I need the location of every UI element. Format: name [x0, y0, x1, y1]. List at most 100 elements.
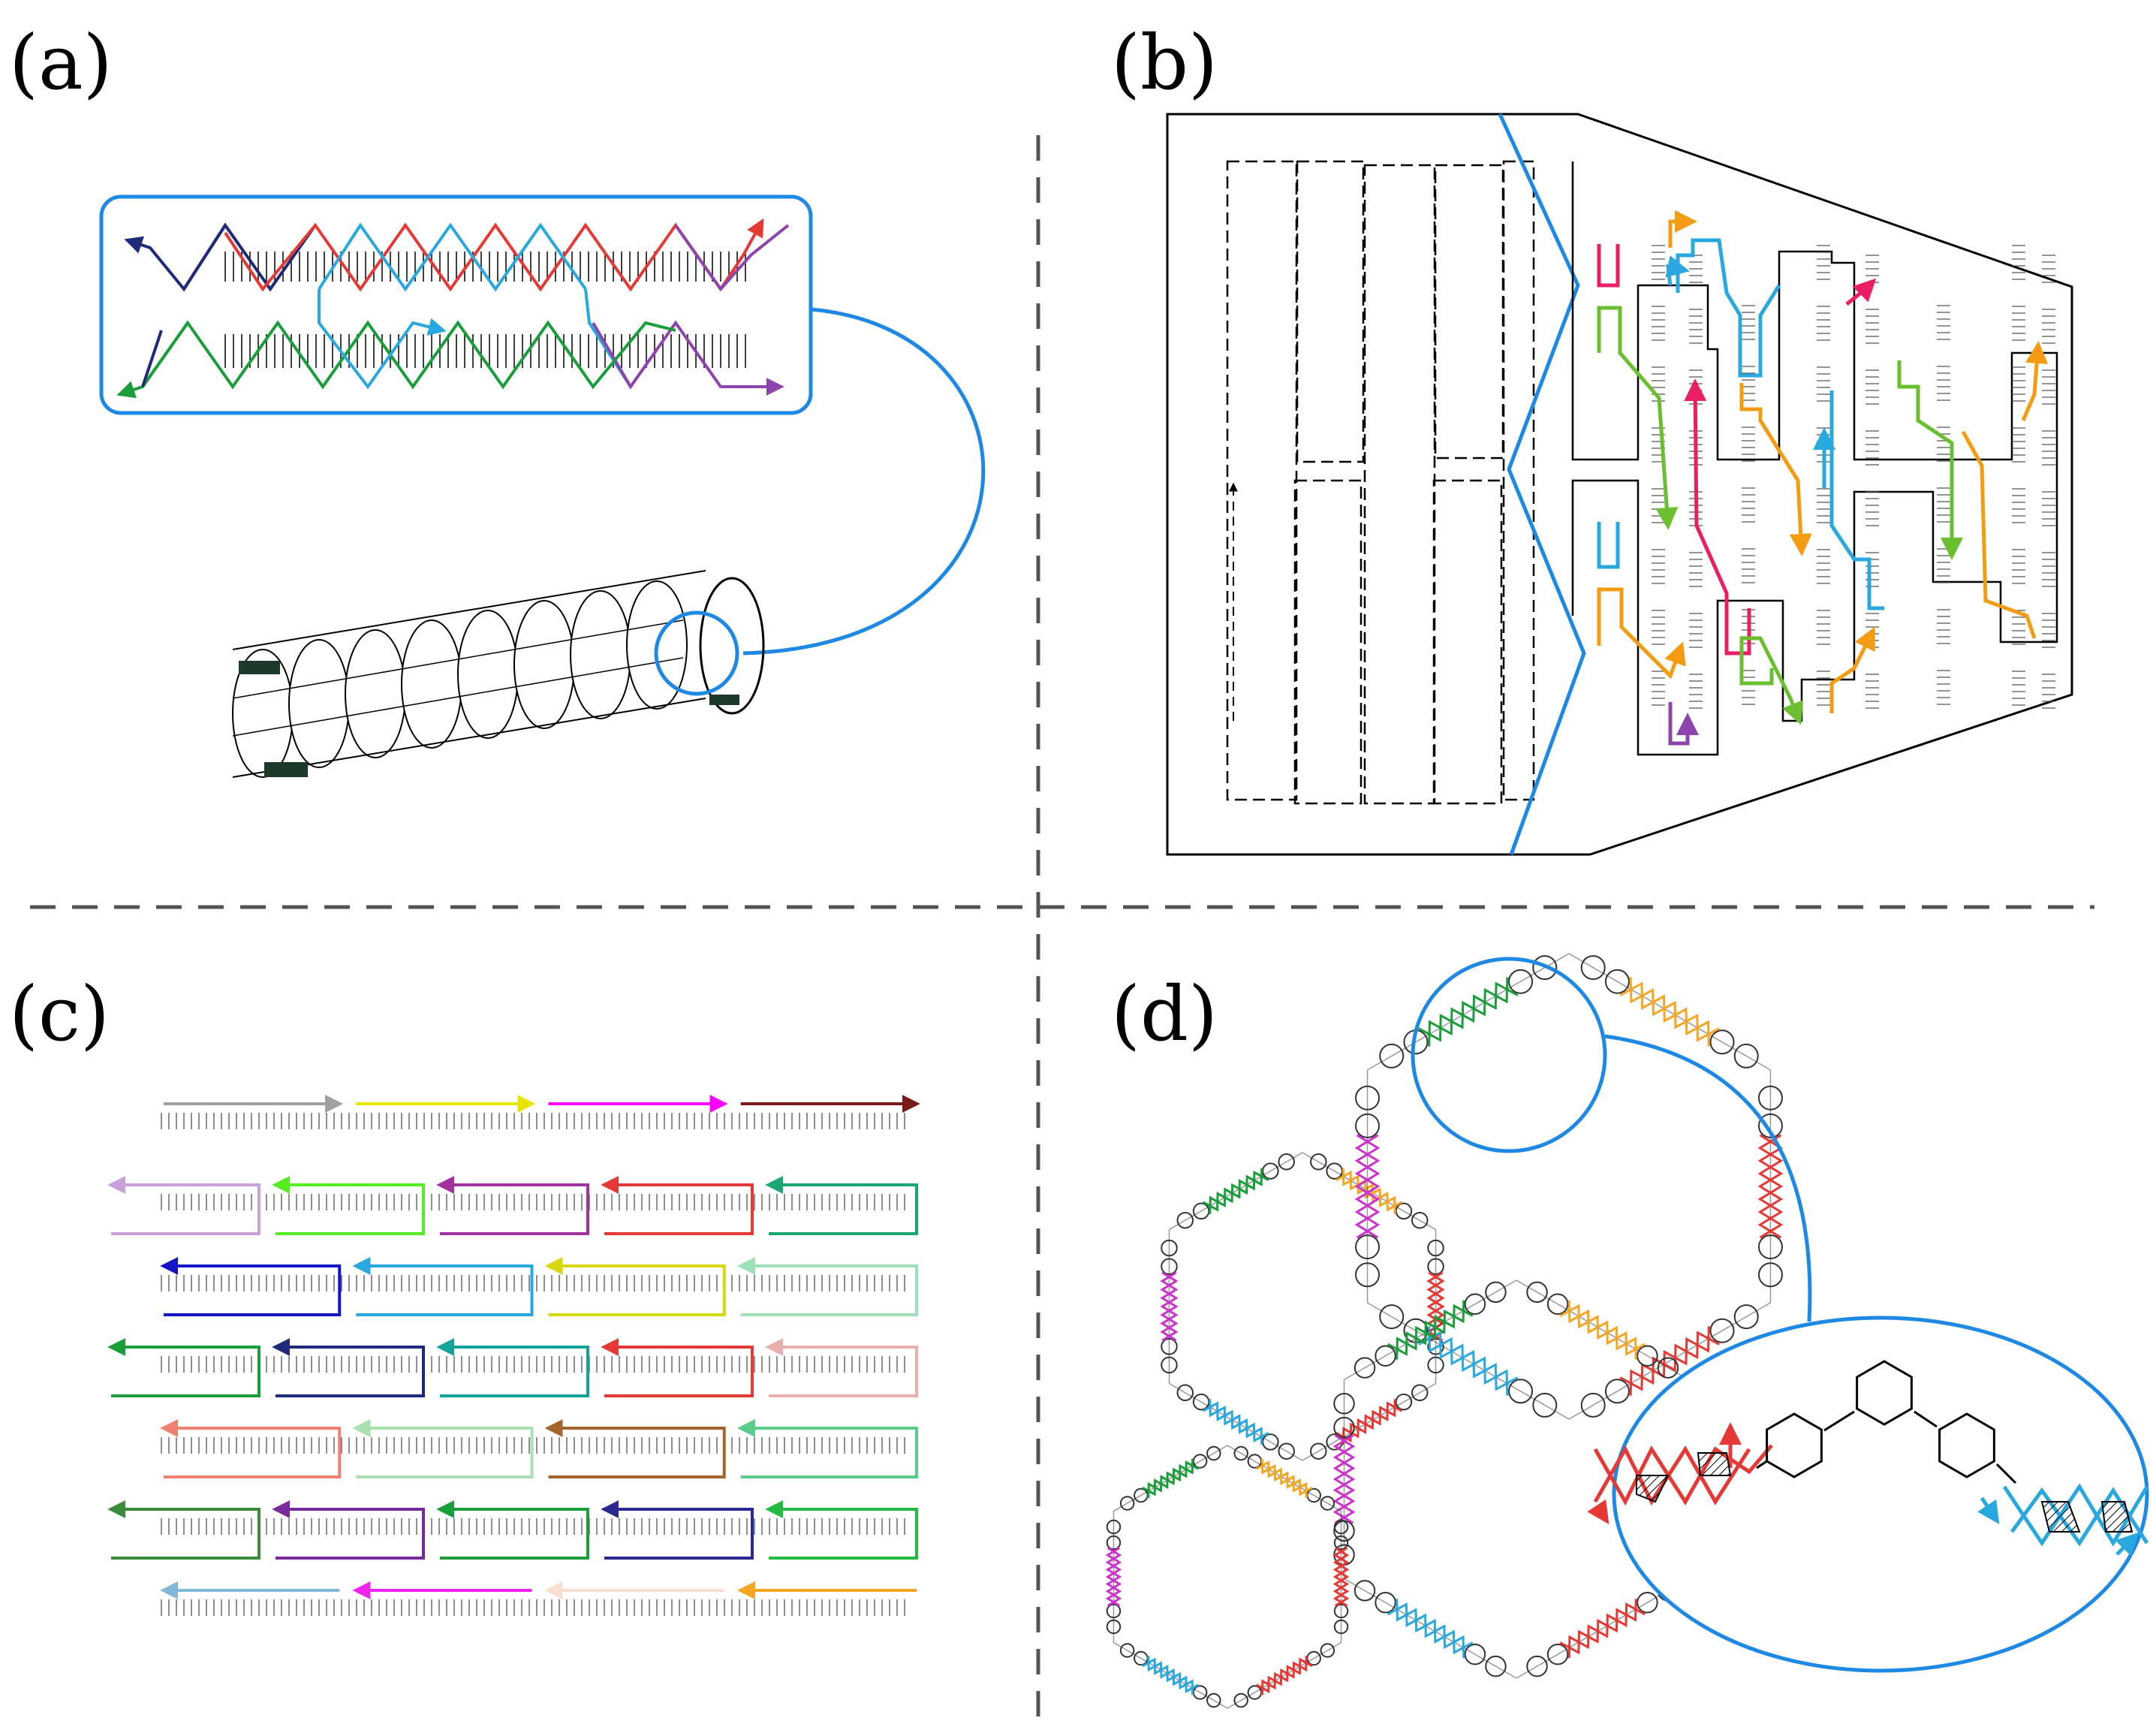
d-benzene-ring	[1206, 1692, 1221, 1708]
d-dna-segment	[1567, 1300, 1646, 1356]
b-staple-orange-4	[1829, 626, 1875, 713]
d-dna-segment	[1354, 1134, 1381, 1239]
d-benzene-ring	[1233, 1445, 1248, 1461]
b-dashed-box	[1293, 479, 1363, 805]
d-benzene-ring	[1119, 1643, 1135, 1658]
d-benzene-ring	[1411, 1384, 1429, 1402]
b-staple-orange-3	[1739, 383, 1812, 556]
d-benzene-ring	[1604, 969, 1630, 994]
a-tube-seam	[570, 667, 628, 678]
d-dna-segment	[1418, 977, 1509, 1042]
d-benzene-ring	[1709, 1318, 1735, 1343]
d-dna-segment	[1387, 1300, 1465, 1356]
a-tube-cap	[264, 762, 308, 777]
d-linker	[1227, 1641, 1341, 1709]
d-linker	[1367, 953, 1570, 1071]
d-benzene-ring	[1320, 1496, 1335, 1511]
c-staple-bracket	[544, 1419, 726, 1478]
b-staple-green-2	[1739, 636, 1804, 725]
a-connector-curve	[742, 307, 986, 656]
d-dna-segment	[1332, 1547, 1350, 1607]
panel-label-b: (b)	[1111, 19, 1218, 107]
d-benzene-ring	[1375, 1592, 1396, 1614]
a-tube-seam	[513, 639, 571, 650]
a-strand-cyan-bottom	[318, 289, 447, 390]
d-dna-segment	[1160, 1271, 1179, 1342]
b-staple-orange-6	[2021, 341, 2049, 421]
d-benzene-ring	[1526, 1281, 1548, 1304]
d-zoom-benzene	[1938, 1412, 1995, 1478]
d-dna-segment	[1428, 1326, 1519, 1391]
b-dashed-box	[1502, 160, 1535, 801]
b-staple-orange-1	[1597, 587, 1686, 680]
d-dna-segment	[1387, 1602, 1465, 1659]
d-linker	[1344, 1279, 1517, 1381]
d-connector-curve	[1604, 1034, 1812, 1322]
d-zoom-cyan-arrow	[1977, 1496, 2000, 1524]
b-dashed-box	[1226, 160, 1298, 801]
d-dna-segment	[1426, 1271, 1445, 1342]
d-dna-segment	[1202, 1401, 1263, 1445]
b-dashed-box	[1363, 164, 1436, 805]
d-benzene-ring	[1580, 1392, 1606, 1418]
d-dna-segment	[1332, 1434, 1356, 1524]
d-linker	[1302, 1382, 1436, 1461]
d-linker	[1367, 1302, 1570, 1420]
d-benzene-ring	[1657, 1357, 1679, 1379]
d-benzene-ring	[1485, 1281, 1507, 1304]
d-dna-segment	[1255, 1460, 1308, 1498]
a-strand-purple-bottom	[592, 320, 784, 396]
d-benzene-ring	[1354, 1357, 1376, 1379]
b-dashed-box	[1434, 164, 1504, 460]
a-tube-open-end	[699, 577, 765, 715]
d-dna-segment	[1105, 1547, 1122, 1607]
d-dna-segment	[1209, 1399, 1269, 1443]
d-dna-segment	[1255, 1656, 1308, 1694]
a-strand-red-end	[719, 218, 764, 291]
a-tube-cap	[239, 661, 280, 674]
d-benzene-ring	[1119, 1496, 1135, 1511]
a-strand-navy-bottom	[141, 330, 163, 387]
d-linker	[1568, 1302, 1771, 1420]
d-dna-segment	[1260, 1458, 1313, 1496]
d-zoom-hatched-region	[1636, 1475, 1670, 1503]
d-benzene-ring	[1411, 1211, 1429, 1229]
a-tube-seam	[457, 649, 515, 660]
d-zoom-hatched-region	[2100, 1501, 2133, 1533]
d-linker	[1169, 1382, 1303, 1461]
a-tube-seam	[457, 686, 515, 698]
d-benzene-ring	[1379, 1304, 1405, 1330]
d-dna-segment	[1629, 977, 1720, 1042]
b-outline	[1166, 113, 2073, 856]
c-staple-bracket	[272, 1500, 425, 1560]
c-staple-bracket	[352, 1257, 534, 1316]
a-helix-diagram	[116, 218, 790, 399]
b-cut-line	[1498, 113, 1586, 855]
d-dna-segment	[1757, 1134, 1784, 1239]
a-tube-ring	[570, 590, 631, 719]
d-benzene-ring	[1278, 1442, 1295, 1460]
c-staple-bracket	[544, 1257, 726, 1316]
b-dashed-box	[1432, 479, 1503, 805]
a-tube-top-edge	[232, 570, 706, 650]
d-benzene-ring	[1604, 1379, 1630, 1404]
d-dna-segment	[1335, 1170, 1396, 1214]
a-tube-cap	[709, 695, 739, 705]
a-tube-seam	[232, 725, 290, 737]
panel-label-a: (a)	[9, 19, 113, 107]
d-benzene-ring	[1354, 1580, 1376, 1602]
d-zoom-ellipse	[1612, 1316, 2149, 1673]
d-benzene-ring	[1278, 1153, 1295, 1171]
b-helix-outline	[1571, 161, 2058, 756]
a-strand-navy-end	[124, 224, 227, 292]
d-benzene-ring	[1310, 1442, 1327, 1460]
d-dna-segment	[1147, 1460, 1200, 1498]
c-staple-bracket	[765, 1338, 918, 1397]
d-benzene-ring	[1464, 1293, 1486, 1316]
b-staple-green-3	[1897, 360, 1963, 560]
a-tube-bottom-edge	[232, 698, 706, 778]
d-zoom-content	[1587, 1360, 2149, 1557]
c-staple-bracket	[160, 1257, 342, 1316]
d-dna-segment	[1260, 1657, 1313, 1695]
d-benzene-ring	[1176, 1211, 1194, 1229]
